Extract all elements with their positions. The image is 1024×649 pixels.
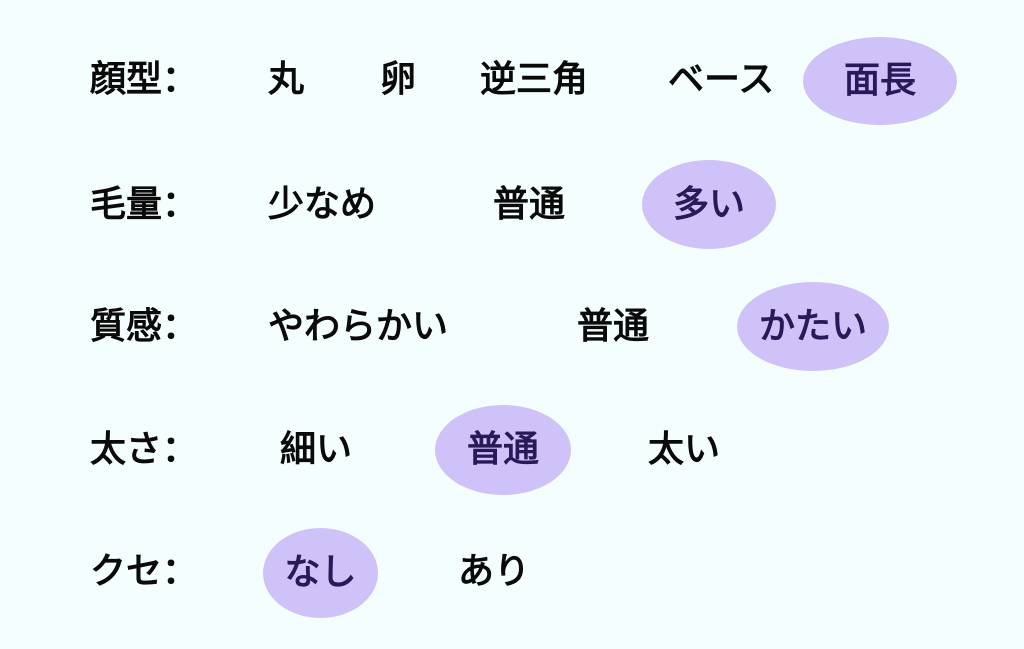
selected-highlight-long-face[interactable]: 面長 xyxy=(803,37,957,125)
row-label-face-shape: 顔型： xyxy=(90,59,199,100)
option-normal[interactable]: 普通 xyxy=(493,184,566,225)
selected-highlight-more[interactable]: 多い xyxy=(642,160,776,249)
row-label-thickness: 太さ： xyxy=(90,429,199,470)
row-label-texture: 質感： xyxy=(90,306,199,347)
row-label-hair-volume: 毛量： xyxy=(90,184,199,225)
option-base[interactable]: ベース xyxy=(668,59,775,100)
option-hard: かたい xyxy=(758,305,867,347)
option-soft[interactable]: やわらかい xyxy=(268,306,449,347)
option-present[interactable]: あり xyxy=(458,551,531,592)
row-label-curl: クセ： xyxy=(90,551,199,592)
option-thick[interactable]: 太い xyxy=(648,429,721,470)
option-oval[interactable]: 卵 xyxy=(380,59,417,100)
option-round[interactable]: 丸 xyxy=(268,59,305,100)
option-normal: 普通 xyxy=(466,429,539,470)
selected-highlight-none[interactable]: なし xyxy=(263,528,378,618)
option-less[interactable]: 少なめ xyxy=(268,184,377,225)
option-inverted-triangle[interactable]: 逆三角 xyxy=(480,59,589,100)
selected-highlight-normal[interactable]: 普通 xyxy=(435,405,571,495)
option-normal[interactable]: 普通 xyxy=(577,306,650,347)
option-thin[interactable]: 細い xyxy=(280,429,353,470)
option-more: 多い xyxy=(672,183,745,225)
option-none: なし xyxy=(284,552,357,593)
selected-highlight-hard[interactable]: かたい xyxy=(737,282,889,371)
option-long-face: 面長 xyxy=(843,60,916,101)
